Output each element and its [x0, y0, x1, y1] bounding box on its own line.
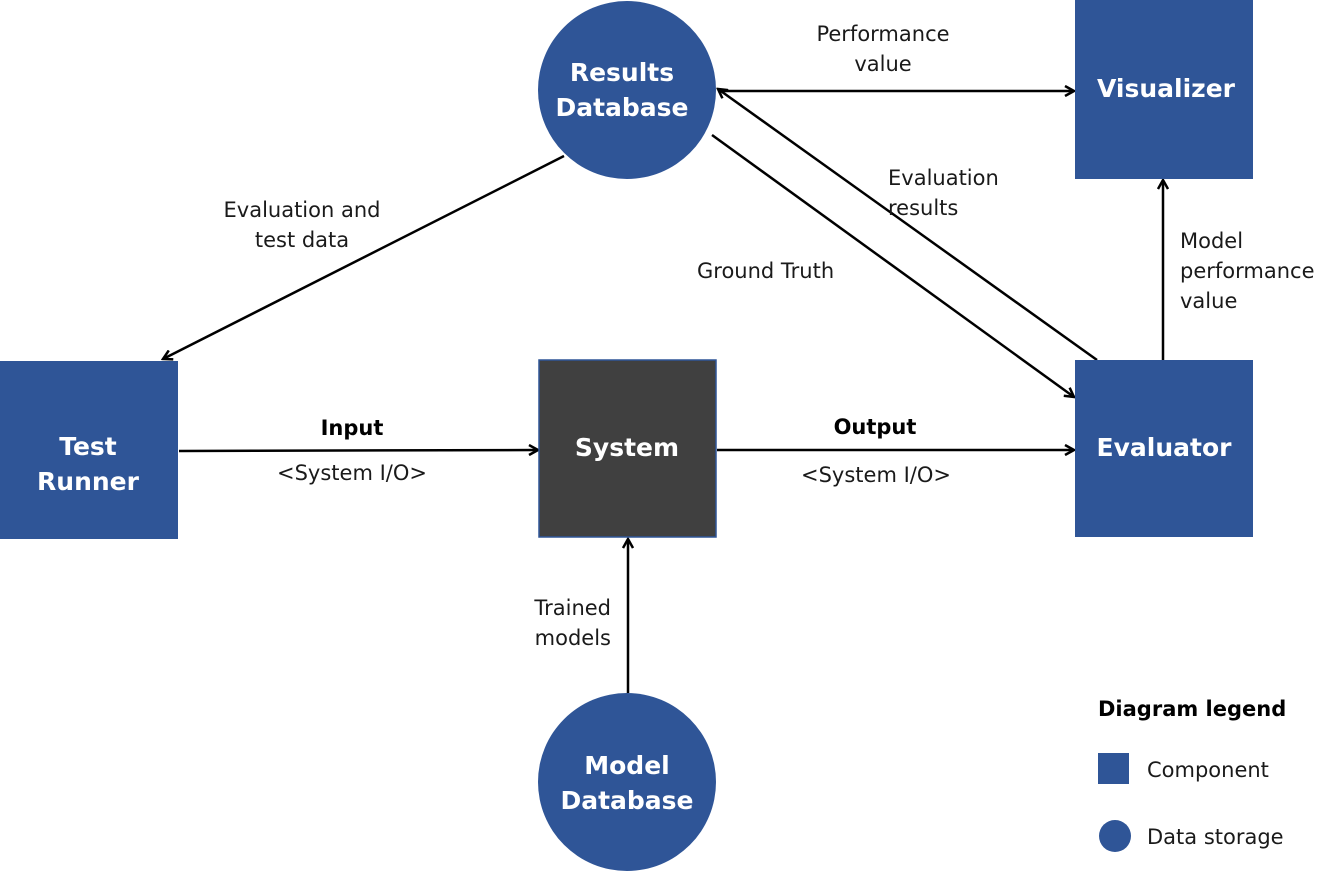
test-runner-label-line1: Test	[59, 432, 117, 461]
label-evaluation-test-data-line1: Evaluation and	[224, 198, 381, 222]
label-ground-truth: Ground Truth	[697, 259, 834, 283]
test-runner-label-line2: Runner	[37, 467, 140, 496]
edge-results-to-evaluator	[711, 133, 1074, 397]
results-database-label-line2: Database	[555, 93, 688, 122]
label-output-title: Output	[834, 415, 917, 439]
edge-test-runner-to-system	[178, 450, 538, 451]
label-output-subtitle: <System I/O>	[801, 463, 951, 487]
node-model-database: Model Database	[538, 693, 716, 871]
legend-component-swatch	[1098, 753, 1129, 784]
node-system: System	[538, 359, 717, 538]
legend-title: Diagram legend	[1098, 697, 1286, 721]
edge-results-to-test-runner	[163, 154, 565, 359]
model-database-label-line2: Database	[560, 786, 693, 815]
legend-storage-label: Data storage	[1147, 825, 1284, 849]
results-database-shape	[538, 1, 716, 179]
legend-storage-swatch	[1099, 820, 1131, 852]
label-evaluation-results-line1: Evaluation	[888, 166, 999, 190]
node-evaluator: Evaluator	[1075, 360, 1253, 537]
test-runner-shape	[0, 361, 178, 539]
label-trained-models-line1: Trained	[533, 596, 611, 620]
node-results-database: Results Database	[538, 1, 716, 179]
visualizer-label: Visualizer	[1097, 74, 1236, 103]
label-performance-value-line2: value	[854, 52, 911, 76]
evaluator-shape	[1075, 360, 1253, 537]
evaluator-label: Evaluator	[1097, 433, 1233, 462]
node-test-runner: Test Runner	[0, 361, 178, 539]
label-evaluation-test-data-line2: test data	[255, 228, 349, 252]
label-input-title: Input	[321, 416, 384, 440]
label-model-performance-line2: performance	[1180, 259, 1315, 283]
model-database-label-line1: Model	[584, 751, 669, 780]
diagram-legend: Diagram legend Component Data storage	[1098, 697, 1286, 852]
model-database-shape	[538, 693, 716, 871]
legend-component-label: Component	[1147, 758, 1269, 782]
label-trained-models-line2: models	[535, 626, 611, 650]
label-model-performance-line3: value	[1180, 289, 1237, 313]
label-performance-value-line1: Performance	[816, 22, 949, 46]
edge-evaluator-to-results	[718, 89, 1098, 362]
label-model-performance-line1: Model	[1180, 229, 1243, 253]
system-shape	[538, 359, 717, 538]
label-evaluation-results-line2: results	[888, 196, 958, 220]
system-label: System	[575, 433, 679, 462]
results-database-label-line1: Results	[570, 58, 674, 87]
node-visualizer: Visualizer	[1075, 0, 1253, 179]
visualizer-shape	[1075, 0, 1253, 179]
label-input-subtitle: <System I/O>	[277, 461, 427, 485]
